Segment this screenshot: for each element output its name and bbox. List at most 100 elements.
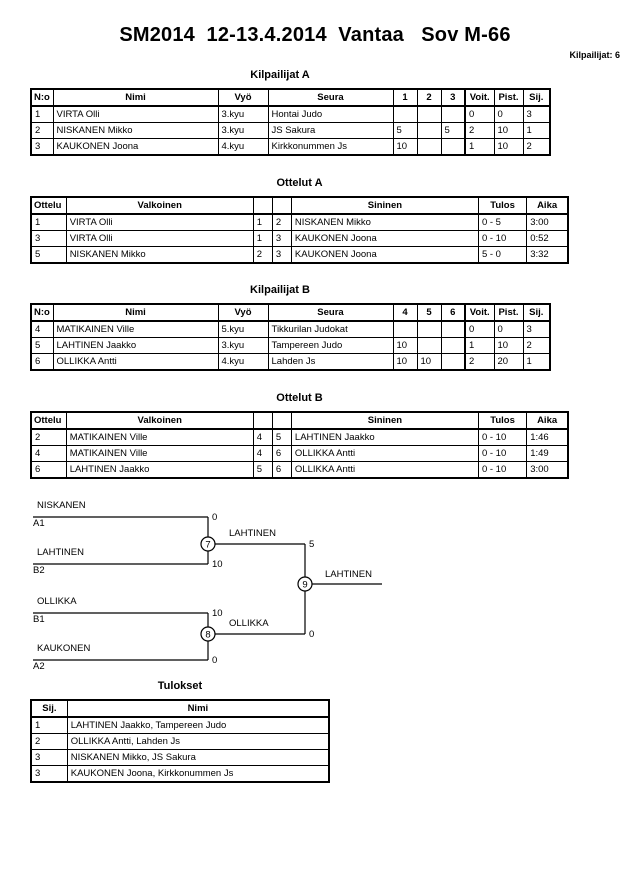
cell-belt: 4.kyu <box>217 138 269 156</box>
col-time: Aika <box>526 411 569 430</box>
cell-m2 <box>416 122 442 139</box>
cell-m1: 10 <box>392 353 418 371</box>
cell-no: 3 <box>30 138 54 156</box>
col-name: Nimi <box>52 303 219 322</box>
table-row: 3 NISKANEN Mikko, JS Sakura <box>30 749 330 766</box>
cell-blue-no: 5 <box>271 428 292 446</box>
cell-result: 0 - 5 <box>477 213 528 231</box>
bracket-entry-score: 0 <box>212 655 217 666</box>
cell-name: OLLIKKA Antti, Lahden Js <box>66 733 330 750</box>
bracket-node-8-label: 8 <box>205 630 210 641</box>
bracket-semifinal-score: 5 <box>309 539 314 550</box>
table-row: 6 LAHTINEN Jaakko 5 6 OLLIKKA Antti 0 - … <box>30 461 569 479</box>
col-club: Seura <box>267 303 394 322</box>
table-row: 3 KAUKONEN Joona 4.kyu Kirkkonummen Js 1… <box>30 138 551 156</box>
cell-time: 3:32 <box>526 246 569 264</box>
cell-m3 <box>440 320 466 338</box>
col-rank: Sij. <box>522 88 551 107</box>
col-wins: Voit. <box>464 88 495 107</box>
cell-points: 10 <box>493 337 524 354</box>
cell-belt: 5.kyu <box>217 320 269 338</box>
col-blue-no <box>271 196 292 215</box>
bracket-node-8 <box>200 626 216 642</box>
cell-m1: 5 <box>392 122 418 139</box>
cell-time: 1:46 <box>526 428 569 446</box>
table-header-row: N:o Nimi Vyö Seura 4 5 6 Voit. Pist. Sij… <box>30 303 551 322</box>
cell-points: 20 <box>493 353 524 371</box>
cell-blue-no: 3 <box>271 230 292 247</box>
table-row: 1 VIRTA Olli 1 2 NISKANEN Mikko 0 - 5 3:… <box>30 213 569 231</box>
table-row: 2 OLLIKKA Antti, Lahden Js <box>30 733 330 750</box>
cell-m1: 10 <box>392 337 418 354</box>
bracket-semifinal-winner: LAHTINEN <box>229 528 276 539</box>
cell-m2: 10 <box>416 353 442 371</box>
cell-points: 0 <box>493 320 524 338</box>
pool-a-table: N:o Nimi Vyö Seura 1 2 3 Voit. Pist. Sij… <box>30 88 551 156</box>
cell-club: Kirkkonummen Js <box>267 138 394 156</box>
cell-rank: 1 <box>522 122 551 139</box>
cell-match: 2 <box>30 428 67 446</box>
cell-blue-no: 3 <box>271 246 292 264</box>
col-m3: 6 <box>440 303 466 322</box>
page-title: SM2014 12-13.4.2014 Vantaa Sov M-66 <box>119 24 511 46</box>
cell-result: 0 - 10 <box>477 461 528 479</box>
cell-points: 0 <box>493 105 524 123</box>
cell-rank: 3 <box>522 320 551 338</box>
cell-m1: 10 <box>392 138 418 156</box>
cell-belt: 3.kyu <box>217 105 269 123</box>
col-belt: Vyö <box>217 303 269 322</box>
table-header-row: Ottelu Valkoinen Sininen Tulos Aika <box>30 196 569 215</box>
cell-no: 2 <box>30 122 54 139</box>
bracket-entry-name: NISKANEN <box>37 500 86 511</box>
col-m1: 4 <box>392 303 418 322</box>
table-header-row: Ottelu Valkoinen Sininen Tulos Aika <box>30 411 569 430</box>
cell-result: 0 - 10 <box>477 445 528 462</box>
cell-rank: 1 <box>522 353 551 371</box>
cell-points: 10 <box>493 122 524 139</box>
cell-blue: OLLIKKA Antti <box>290 461 479 479</box>
cell-white: MATIKAINEN Ville <box>65 445 254 462</box>
cell-club: Lahden Js <box>267 353 394 371</box>
col-belt: Vyö <box>217 88 269 107</box>
bracket-entry-name: KAUKONEN <box>37 643 90 654</box>
cell-rank: 1 <box>30 716 68 734</box>
col-blue: Sininen <box>290 411 479 430</box>
results-table: Sij. Nimi 1 LAHTINEN Jaakko, Tampereen J… <box>30 699 330 783</box>
cell-m2 <box>416 105 442 123</box>
cell-white: VIRTA Olli <box>65 213 254 231</box>
cell-wins: 0 <box>464 105 495 123</box>
cell-belt: 3.kyu <box>217 122 269 139</box>
table-row: 2 MATIKAINEN Ville 4 5 LAHTINEN Jaakko 0… <box>30 428 569 446</box>
col-blue: Sininen <box>290 196 479 215</box>
table-row: 1 VIRTA Olli 3.kyu Hontai Judo 0 0 3 <box>30 105 551 123</box>
cell-m2 <box>416 320 442 338</box>
table-header-row: N:o Nimi Vyö Seura 1 2 3 Voit. Pist. Sij… <box>30 88 551 107</box>
col-white-no <box>252 411 273 430</box>
bracket-entry-seed: B1 <box>33 614 45 625</box>
cell-m3 <box>440 138 466 156</box>
cell-rank: 2 <box>30 733 68 750</box>
cell-white: MATIKAINEN Ville <box>65 428 254 446</box>
cell-blue: KAUKONEN Joona <box>290 246 479 264</box>
cell-club: Tampereen Judo <box>267 337 394 354</box>
bracket-entry-seed: A1 <box>33 518 45 529</box>
competitor-count: Kilpailijat: 6 <box>569 50 620 60</box>
cell-time: 0:52 <box>526 230 569 247</box>
bracket-entry-seed: B2 <box>33 565 45 576</box>
cell-time: 3:00 <box>526 213 569 231</box>
table-row: 4 MATIKAINEN Ville 5.kyu Tikkurilan Judo… <box>30 320 551 338</box>
col-white: Valkoinen <box>65 411 254 430</box>
cell-m1 <box>392 105 418 123</box>
bracket-entry-score: 10 <box>212 559 223 570</box>
cell-white-no: 4 <box>252 445 273 462</box>
col-name: Nimi <box>66 699 330 718</box>
bracket-entry-score: 0 <box>212 512 217 523</box>
matches-a-table: Ottelu Valkoinen Sininen Tulos Aika 1 VI… <box>30 196 569 264</box>
cell-name: NISKANEN Mikko, JS Sakura <box>66 749 330 766</box>
bracket-entry-name: LAHTINEN <box>37 547 84 558</box>
cell-m2 <box>416 138 442 156</box>
bracket-node-9 <box>297 576 313 592</box>
col-blue-no <box>271 411 292 430</box>
cell-rank: 3 <box>30 765 68 783</box>
cell-name: VIRTA Olli <box>52 105 219 123</box>
